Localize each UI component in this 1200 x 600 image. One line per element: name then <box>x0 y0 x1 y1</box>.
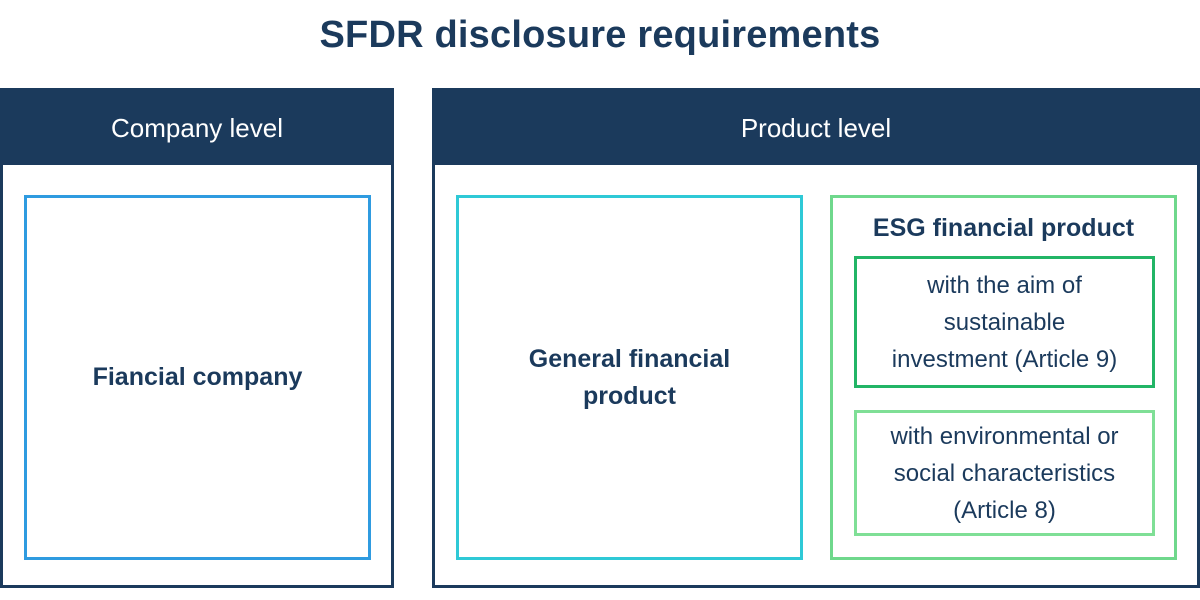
product-level-panel: Product level <box>432 88 1200 588</box>
company-level-header: Company level <box>3 91 391 165</box>
article-9-line-1: with the aim of <box>927 271 1082 299</box>
esg-financial-product-box: ESG financial product <box>830 195 1177 560</box>
general-financial-product-box: General financial product <box>456 195 803 560</box>
article-8-line-1: with environmental or <box>890 422 1119 450</box>
diagram-title: SFDR disclosure requirements <box>319 14 881 56</box>
article-9-box: with the aim of sustainable investment (… <box>854 256 1155 388</box>
product-level-header: Product level <box>435 91 1197 165</box>
general-product-line-2: product <box>582 381 677 410</box>
esg-financial-product-title: ESG financial product <box>872 214 1135 242</box>
article-9-line-3: investment (Article 9) <box>891 345 1118 373</box>
article-8-line-2: social characteristics <box>893 459 1116 487</box>
financial-company-box: Fiancial company <box>24 195 371 560</box>
article-9-label: with the aim of sustainable investment (… <box>892 267 1117 378</box>
general-product-line-1: General financial <box>528 344 731 373</box>
article-8-label: with environmental or social characteris… <box>890 418 1118 529</box>
article-8-line-3: (Article 8) <box>953 496 1056 524</box>
article-8-box: with environmental or social characteris… <box>854 410 1155 536</box>
article-9-line-2: sustainable <box>943 308 1066 336</box>
company-level-panel: Company level <box>0 88 394 588</box>
financial-company-label: Fiancial company <box>92 363 303 391</box>
general-financial-product-label: General financial product <box>529 341 730 415</box>
